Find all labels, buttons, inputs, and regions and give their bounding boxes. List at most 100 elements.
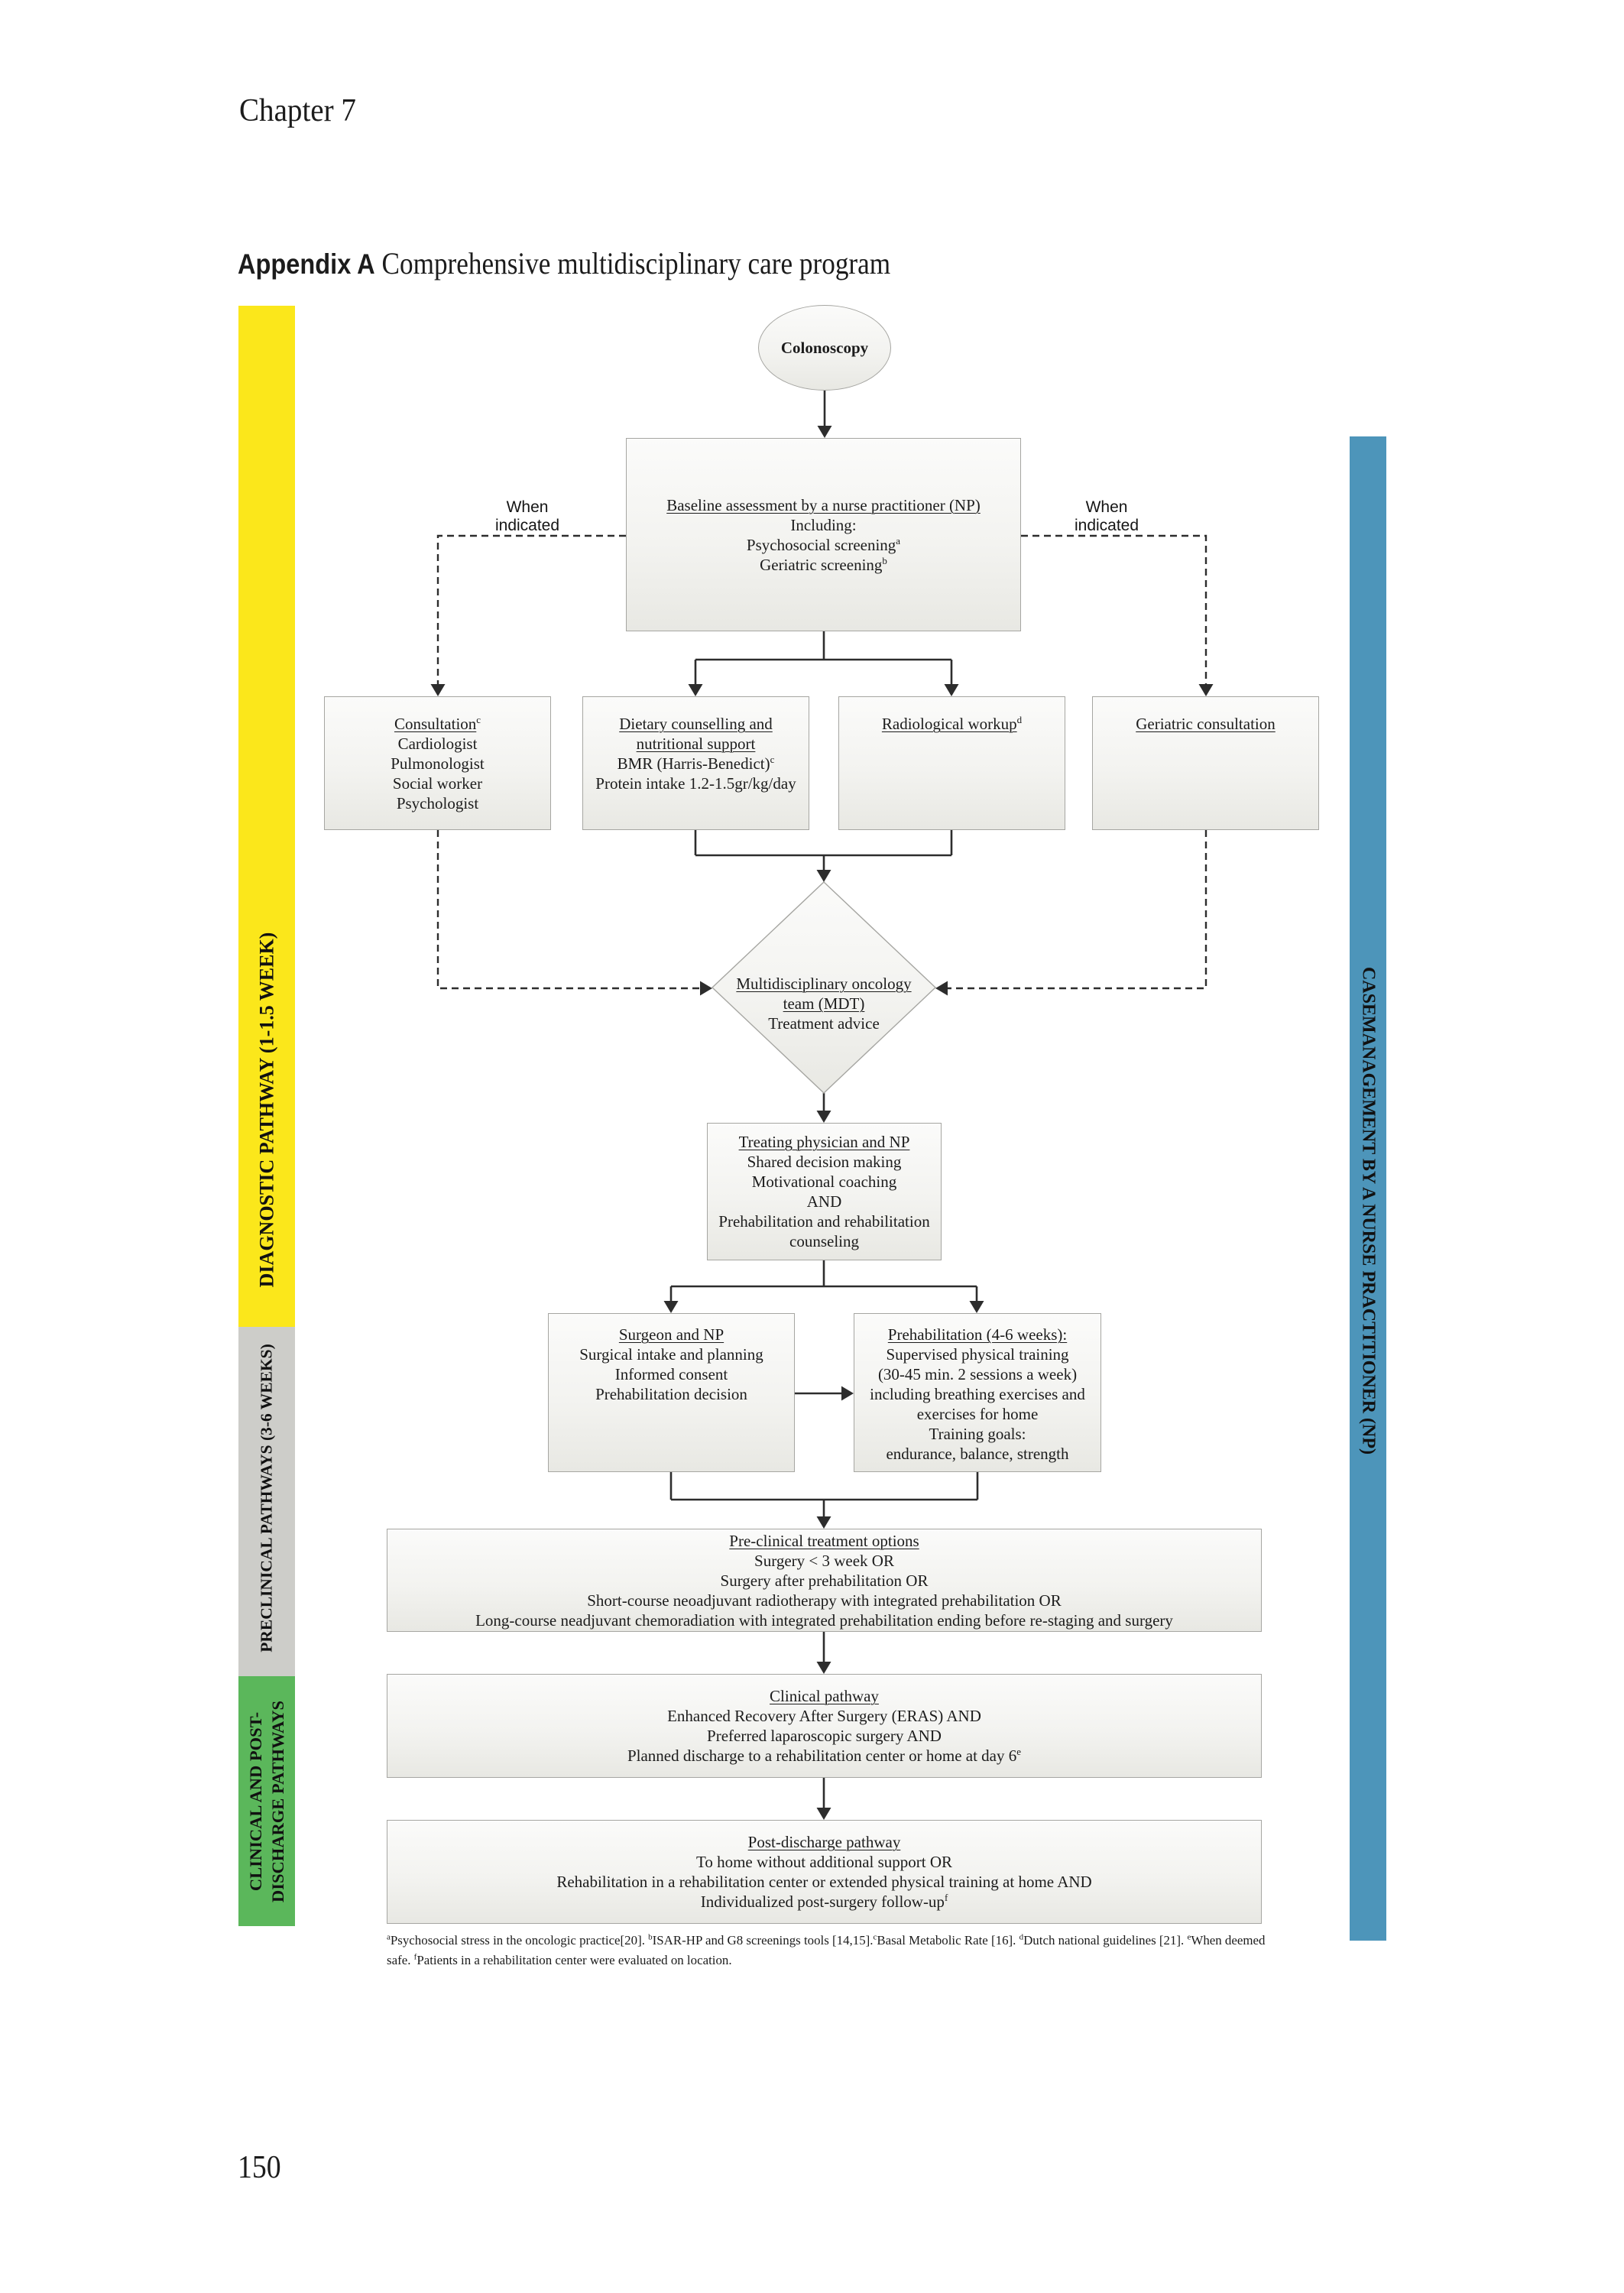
when-indicated-line: indicated xyxy=(494,517,560,534)
node-title-underlined: Multidisciplinary oncology team (MDT) xyxy=(736,975,912,1013)
superscript-marker: d xyxy=(1019,1932,1024,1942)
dashed-connectors xyxy=(436,534,1207,990)
footnote-line-1: aPsychosocial stress in the oncologic pr… xyxy=(387,1931,1265,1951)
superscript-marker: a xyxy=(387,1932,391,1942)
when-indicated-line: When xyxy=(1085,498,1128,516)
node-text-line: Baseline assessment by a nurse practitio… xyxy=(627,495,1020,515)
node-text-line: Surgeon and NP xyxy=(549,1325,794,1344)
appendix-title-text: Comprehensive multidisciplinary care pro… xyxy=(381,246,891,281)
node-text-line: Cardiologist xyxy=(397,735,478,753)
node-prehabilitation: Prehabilitation (4-6 weeks): Supervised … xyxy=(854,1313,1101,1472)
arrowhead-icon xyxy=(430,684,446,696)
node-text-line: Preferred laparoscopic surgery AND xyxy=(707,1727,942,1745)
arrowhead-icon xyxy=(816,1111,831,1123)
when-indicated-left: When indicated xyxy=(466,498,588,535)
node-text-line: Pulmonologist xyxy=(391,754,485,773)
appendix-heading: Appendix A Comprehensive multidisciplina… xyxy=(238,247,890,281)
band-preclinical-pathways: PRECLINICAL PATHWAYS (3-6 WEEKS) xyxy=(238,1327,295,1676)
when-indicated-line: When xyxy=(506,498,549,516)
arrowhead-icon xyxy=(700,981,712,996)
node-consultation: Consultationc Cardiologist Pulmonologist… xyxy=(324,696,551,830)
arrowhead-icon xyxy=(817,426,832,438)
node-text-line: Consultationc xyxy=(325,714,550,734)
superscript-marker: c xyxy=(476,714,481,725)
node-text-line: Prehabilitation (4-6 weeks): xyxy=(854,1325,1100,1344)
node-text-line: Supervised physical training xyxy=(886,1345,1069,1364)
node-text-line: Geriatric screeningb xyxy=(627,555,1020,575)
node-text-line: endurance, balance, strength xyxy=(886,1445,1069,1463)
footnote-text: ISAR-HP and G8 screenings tools [14,15]. xyxy=(652,1933,874,1948)
node-text: Planned discharge to a rehabilitation ce… xyxy=(627,1747,1017,1765)
arrowhead-icon xyxy=(816,1662,831,1674)
node-title-underlined: Pre-clinical treatment options xyxy=(729,1531,919,1550)
when-indicated-line: indicated xyxy=(1074,517,1139,534)
superscript-marker: a xyxy=(896,534,901,546)
node-title-underlined: Geriatric consultation xyxy=(1136,715,1276,733)
node-text-line: Clinical pathway xyxy=(387,1686,1261,1706)
footnote-text: safe. xyxy=(387,1953,414,1967)
arrowhead-icon xyxy=(688,684,703,696)
node-text-line: Shared decision making xyxy=(747,1153,902,1171)
node-title-underlined: Baseline assessment by a nurse practitio… xyxy=(666,495,981,514)
node-title-underlined: Treating physician and NP xyxy=(738,1133,910,1151)
node-text-line: Treatment advice xyxy=(768,1014,880,1033)
superscript-marker: f xyxy=(413,1952,417,1962)
node-text-line: Training goals: xyxy=(929,1425,1026,1443)
node-title-underlined: Surgeon and NP xyxy=(618,1325,724,1344)
footnote-text: Psychosocial stress in the oncologic pra… xyxy=(390,1933,649,1948)
band-clinical-postdischarge: CLINICAL AND POST- DISCHARGE PATHWAYS xyxy=(238,1676,295,1926)
arrowhead-icon xyxy=(1198,684,1214,696)
node-surgeon: Surgeon and NP Surgical intake and plann… xyxy=(548,1313,795,1472)
superscript-marker: d xyxy=(1016,714,1023,725)
footnote-text: Basal Metabolic Rate [16]. xyxy=(877,1933,1019,1948)
band-diagnostic-pathway: DIAGNOSTIC PATHWAY (1-1.5 WEEK) xyxy=(238,306,295,1327)
node-text-line: Geriatric consultation xyxy=(1093,714,1318,734)
when-indicated-right: When indicated xyxy=(1045,498,1168,535)
arrowhead-icon xyxy=(969,1301,984,1313)
node-text-line: Psychologist xyxy=(396,794,479,812)
node-text-line: Surgical intake and planning xyxy=(579,1345,763,1364)
node-text-line: Surgery < 3 week OR xyxy=(754,1551,894,1570)
footnote-text: Patients in a rehabilitation center were… xyxy=(417,1953,732,1967)
node-text-line: (30-45 min. 2 sessions a week) xyxy=(877,1365,1078,1383)
node-text-line: Informed consent xyxy=(614,1365,728,1383)
node-text-line: Enhanced Recovery After Surgery (ERAS) A… xyxy=(667,1707,981,1725)
node-text-line: Rehabilitation in a rehabilitation cente… xyxy=(556,1873,1092,1891)
arrowhead-icon xyxy=(841,1386,854,1401)
node-clinical-pathway: Clinical pathway Enhanced Recovery After… xyxy=(387,1674,1262,1778)
arrowhead-icon xyxy=(816,1516,831,1529)
superscript-marker: b xyxy=(648,1932,653,1942)
node-title-underlined: Consultation xyxy=(394,715,477,733)
node-geriatric-consultation: Geriatric consultation xyxy=(1092,696,1319,830)
node-text-line: Pre-clinical treatment options xyxy=(387,1531,1261,1551)
node-title-underlined: Prehabilitation (4-6 weeks): xyxy=(887,1325,1068,1344)
superscript-marker: e xyxy=(1016,1746,1022,1757)
node-text-line: Surgery after prehabilitation OR xyxy=(720,1571,929,1590)
arrowhead-icon xyxy=(816,1808,831,1820)
node-text-line: Prehabilitation decision xyxy=(595,1385,747,1403)
chapter-heading: Chapter 7 xyxy=(239,93,356,128)
node-text: Individualized post-surgery follow-up xyxy=(700,1892,945,1911)
node-title-underlined: Clinical pathway xyxy=(770,1687,879,1705)
node-text-line: Dietary counselling and nutritional supp… xyxy=(594,714,798,754)
node-radiological-workup: Radiological workupd xyxy=(838,696,1065,830)
node-title-underlined: Post-discharge pathway xyxy=(747,1833,901,1851)
superscript-marker: f xyxy=(944,1892,948,1903)
node-text-line: Including: xyxy=(790,515,857,534)
arrowhead-icon xyxy=(944,684,959,696)
node-text-line: Planned discharge to a rehabilitation ce… xyxy=(387,1746,1261,1766)
node-text-line: Social worker xyxy=(392,774,483,793)
arrowhead-icon xyxy=(935,981,948,996)
node-text-line: Prehabilitation and rehabilitation couns… xyxy=(718,1212,930,1250)
superscript-marker: b xyxy=(882,554,887,566)
node-text-line: Long-course neadjuvant chemoradiation wi… xyxy=(475,1610,1173,1630)
appendix-label: Appendix A xyxy=(238,248,375,280)
node-text: BMR (Harris-Benedict) xyxy=(617,754,770,773)
superscript-marker: e xyxy=(1187,1932,1191,1942)
node-text: Geriatric screening xyxy=(760,555,883,574)
node-text-line: AND xyxy=(806,1192,842,1211)
node-baseline-assessment: Baseline assessment by a nurse practitio… xyxy=(626,438,1021,631)
node-text: Psychosocial screening xyxy=(746,535,896,554)
